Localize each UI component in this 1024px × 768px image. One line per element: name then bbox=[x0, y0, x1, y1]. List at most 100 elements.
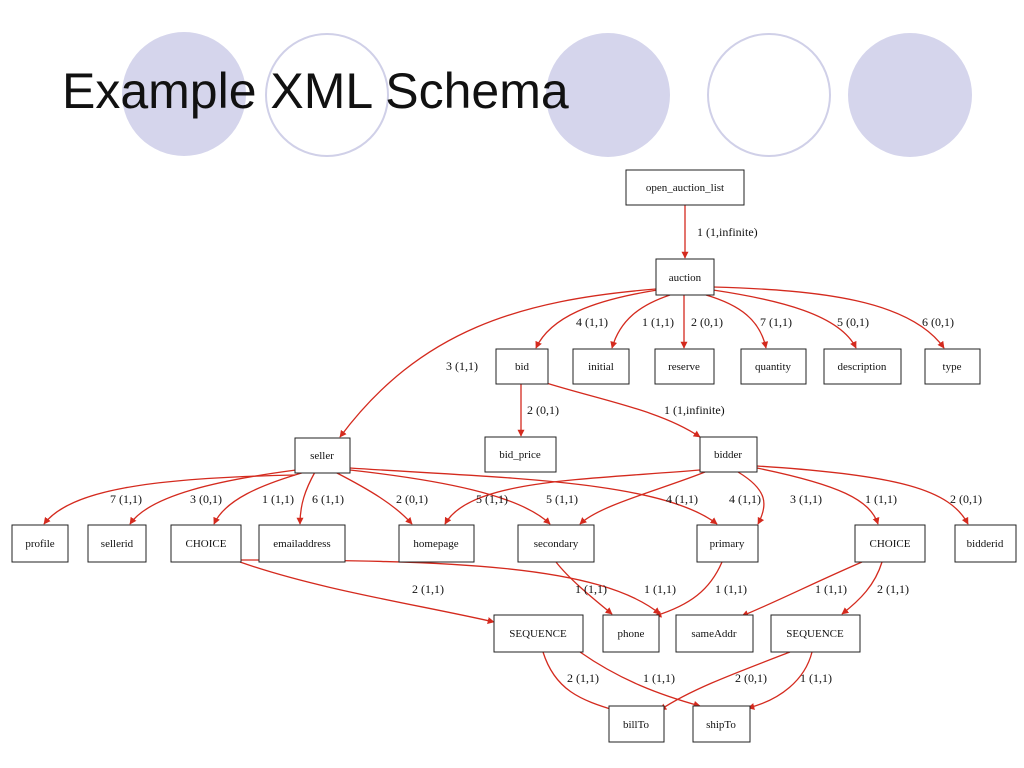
edge-label: 2 (1,1) bbox=[877, 582, 909, 596]
edge-label: 1 (1,1) bbox=[262, 492, 294, 506]
edge-auction-quantity bbox=[705, 294, 769, 349]
edge-label: 1 (1,1) bbox=[800, 671, 832, 685]
edge-label: 1 (1,1) bbox=[815, 582, 847, 596]
node-bid: bid bbox=[495, 348, 549, 385]
edge-label: 2 (1,1) bbox=[567, 671, 599, 685]
node-label: sellerid bbox=[101, 538, 134, 550]
edge-bidder-choice2 bbox=[756, 467, 880, 525]
node-label: homepage bbox=[413, 538, 458, 550]
node-emailaddress: emailaddress bbox=[258, 524, 346, 563]
node-auction: auction bbox=[655, 258, 715, 296]
node-label: type bbox=[943, 361, 962, 373]
edge-label: 1 (1,1) bbox=[642, 315, 674, 329]
node-label: open_auction_list bbox=[646, 182, 724, 194]
edge-seller-emailaddress bbox=[296, 471, 316, 525]
node-quantity: quantity bbox=[740, 348, 807, 385]
edge-seller-choice1 bbox=[213, 471, 306, 525]
node-label: bidder bbox=[714, 449, 742, 461]
edge-label: 1 (1,infinite) bbox=[697, 225, 758, 239]
edge-bidder-homepage bbox=[444, 469, 701, 525]
node-label: seller bbox=[310, 450, 334, 462]
edge-label: 5 (1,1) bbox=[476, 492, 508, 506]
edge-auction-seller bbox=[339, 288, 657, 438]
edge-label: 6 (1,1) bbox=[312, 492, 344, 506]
node-ship-to: shipTo bbox=[692, 705, 751, 743]
edge-auction-type bbox=[712, 286, 945, 349]
node-label: phone bbox=[618, 628, 645, 640]
edge-seller-homepage bbox=[334, 471, 413, 525]
node-homepage: homepage bbox=[398, 524, 475, 563]
node-sellerid: sellerid bbox=[87, 524, 147, 563]
edge-auction-bid bbox=[535, 288, 665, 349]
edge-label: 7 (1,1) bbox=[760, 315, 792, 329]
node-label: SEQUENCE bbox=[786, 628, 844, 640]
edge-label: 7 (1,1) bbox=[110, 492, 142, 506]
edge-label: 1 (1,infinite) bbox=[664, 403, 725, 417]
node-label: auction bbox=[669, 272, 702, 284]
edge-label: 1 (1,1) bbox=[644, 582, 676, 596]
edge-seller-profile bbox=[43, 474, 296, 525]
edge-label: 1 (1,1) bbox=[643, 671, 675, 685]
edge-choice2-sameAddr bbox=[741, 561, 863, 617]
edge-secondary-phone bbox=[555, 561, 613, 615]
edge-label: 2 (0,1) bbox=[691, 315, 723, 329]
edge-bidder-primary bbox=[737, 471, 765, 525]
node-label: billTo bbox=[623, 719, 650, 731]
node-open-auction-list: open_auction_list bbox=[625, 169, 745, 206]
edge-auction-initial bbox=[610, 294, 671, 349]
edge-seller-primary bbox=[349, 467, 718, 525]
node-description: description bbox=[823, 348, 902, 385]
node-profile: profile bbox=[11, 524, 69, 563]
edge-label: 1 (1,1) bbox=[575, 582, 607, 596]
decorative-circle-4 bbox=[707, 33, 831, 157]
node-type: type bbox=[924, 348, 981, 385]
node-label: primary bbox=[710, 538, 745, 550]
edge-label: 5 (0,1) bbox=[837, 315, 869, 329]
node-label: sameAddr bbox=[691, 628, 737, 640]
node-same-addr: sameAddr bbox=[675, 614, 754, 653]
node-label: profile bbox=[25, 538, 54, 550]
edge-auction-description bbox=[712, 289, 857, 349]
slide-title: Example XML Schema bbox=[62, 63, 569, 119]
edge-label: 3 (1,1) bbox=[446, 359, 478, 373]
node-label: CHOICE bbox=[870, 538, 911, 550]
node-initial: initial bbox=[572, 348, 630, 385]
node-choice-1: CHOICE bbox=[170, 524, 242, 563]
edge-sequence1-shipTo bbox=[579, 651, 701, 708]
node-phone: phone bbox=[602, 614, 660, 653]
edge-sequence2-shipTo bbox=[747, 651, 813, 710]
edge-label: 4 (1,1) bbox=[729, 492, 761, 506]
edge-label: 2 (0,1) bbox=[527, 403, 559, 417]
node-sequence-2: SEQUENCE bbox=[770, 614, 861, 653]
node-reserve: reserve bbox=[654, 348, 715, 385]
node-label: bidderid bbox=[967, 538, 1004, 550]
edge-bidder-secondary bbox=[579, 471, 706, 525]
decorative-circle-5 bbox=[848, 33, 972, 157]
decorative-circle-2 bbox=[265, 33, 389, 157]
edge-sequence2-billTo bbox=[659, 651, 791, 711]
decorative-circle-3 bbox=[546, 33, 670, 157]
node-bidderid: bidderid bbox=[954, 524, 1017, 563]
node-seller: seller bbox=[294, 437, 351, 474]
edge-label: 3 (1,1) bbox=[790, 492, 822, 506]
edge-label: 2 (0,1) bbox=[735, 671, 767, 685]
node-label: reserve bbox=[668, 361, 700, 373]
edge-label: 3 (0,1) bbox=[190, 492, 222, 506]
node-choice-2: CHOICE bbox=[854, 524, 926, 563]
edge-label: 4 (1,1) bbox=[666, 492, 698, 506]
node-label: secondary bbox=[534, 538, 579, 550]
edge-label: 2 (0,1) bbox=[396, 492, 428, 506]
edge-seller-secondary bbox=[349, 469, 551, 525]
edge-label: 1 (1,1) bbox=[715, 582, 747, 596]
edge-label: 2 (0,1) bbox=[950, 492, 982, 506]
node-label: bid bbox=[515, 361, 530, 373]
edge-label: 6 (0,1) bbox=[922, 315, 954, 329]
node-bidder: bidder bbox=[699, 436, 758, 473]
edge-primary-phone bbox=[654, 561, 723, 618]
edge-label: 2 (1,1) bbox=[412, 582, 444, 596]
node-label: description bbox=[838, 361, 887, 373]
node-label: emailaddress bbox=[273, 538, 330, 550]
node-bill-to: billTo bbox=[608, 705, 665, 743]
node-secondary: secondary bbox=[517, 524, 595, 563]
